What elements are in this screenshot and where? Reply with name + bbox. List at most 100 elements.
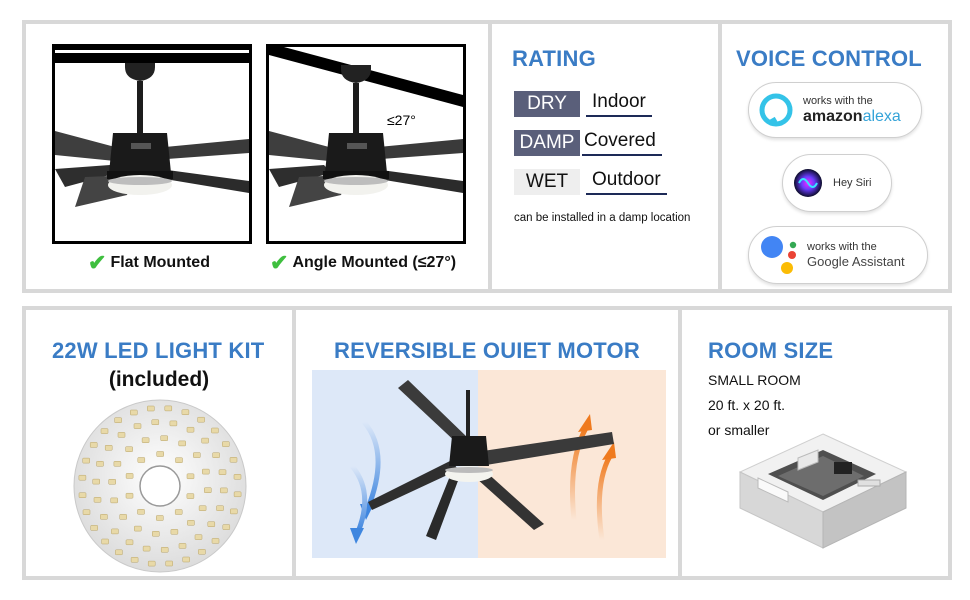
room-title: ROOM SIZE bbox=[708, 338, 834, 363]
led-chip bbox=[220, 487, 228, 494]
led-chip bbox=[197, 416, 205, 423]
rating-value-wet: Outdoor bbox=[586, 168, 667, 195]
led-chip bbox=[111, 528, 119, 535]
led-chip bbox=[82, 457, 90, 464]
led-chip bbox=[178, 440, 186, 447]
led-chip bbox=[186, 473, 195, 480]
led-chip bbox=[117, 432, 126, 438]
rating-title: RATING bbox=[512, 46, 596, 71]
led-chip bbox=[204, 487, 212, 493]
led-chip bbox=[170, 529, 179, 535]
flat-mount-fan-illustration bbox=[55, 47, 249, 207]
mounting-panel: ✔ Flat Mounted ≤27° bbox=[22, 20, 492, 293]
google-assistant-icon bbox=[761, 236, 797, 274]
rating-row-damp: DAMP Covered bbox=[514, 129, 662, 156]
led-chip bbox=[230, 508, 238, 515]
flat-mount-caption: ✔ Flat Mounted bbox=[88, 252, 210, 274]
angle-mount-image: ≤27° bbox=[266, 44, 466, 244]
led-chip bbox=[174, 509, 183, 515]
led-chip bbox=[114, 417, 122, 423]
led-chip bbox=[147, 405, 155, 412]
downdraft-arrows-icon bbox=[350, 420, 381, 544]
led-chip bbox=[156, 515, 164, 521]
led-chip bbox=[186, 493, 195, 499]
led-chip bbox=[100, 428, 109, 434]
ceiling-fan-icon bbox=[368, 380, 614, 540]
room-limit: or smaller bbox=[708, 422, 770, 438]
motor-airflow-illustration bbox=[312, 370, 666, 558]
led-subtitle: (included) bbox=[108, 368, 210, 391]
room-size-class: SMALL ROOM bbox=[708, 372, 801, 388]
led-chip bbox=[229, 457, 238, 463]
reversible-motor-panel: REVERSIBLE OUIET MOTOR bbox=[296, 306, 682, 580]
led-chip bbox=[89, 442, 98, 448]
led-chip bbox=[93, 497, 102, 503]
led-chip bbox=[152, 531, 160, 537]
led-chip bbox=[141, 437, 150, 443]
led-chip bbox=[125, 539, 134, 546]
led-chip bbox=[130, 557, 139, 563]
led-chip bbox=[142, 545, 151, 552]
led-chip bbox=[212, 452, 220, 458]
led-chip bbox=[90, 525, 98, 531]
led-chip bbox=[133, 423, 142, 429]
led-chip bbox=[178, 543, 187, 549]
led-chip bbox=[113, 461, 122, 467]
rating-value-dry: Indoor bbox=[586, 90, 652, 117]
led-chip bbox=[218, 469, 227, 475]
checkmark-icon: ✔ bbox=[88, 250, 107, 275]
siri-label: Hey Siri bbox=[833, 177, 872, 189]
motor-title: REVERSIBLE OUIET MOTOR bbox=[334, 338, 640, 363]
led-chip bbox=[233, 491, 242, 498]
led-chip bbox=[202, 468, 210, 475]
alexa-brand: amazonalexa bbox=[803, 108, 901, 126]
room-dimensions: 20 ft. x 20 ft. bbox=[708, 397, 786, 413]
led-chip bbox=[78, 492, 87, 498]
led-chip bbox=[82, 509, 91, 515]
led-chip bbox=[222, 524, 231, 530]
led-chip bbox=[193, 452, 201, 458]
rating-row-wet: WET Outdoor bbox=[514, 168, 667, 195]
led-chip bbox=[211, 538, 220, 544]
led-chip bbox=[156, 451, 164, 457]
led-chip bbox=[119, 514, 127, 520]
led-chip bbox=[78, 474, 87, 481]
led-chip bbox=[216, 505, 224, 511]
led-chip bbox=[169, 420, 178, 427]
led-chip bbox=[198, 549, 206, 555]
rating-note: can be installed in a damp location bbox=[514, 212, 691, 224]
led-chip bbox=[110, 497, 118, 504]
rating-tag-dry: DRY bbox=[514, 90, 580, 117]
room-size-panel: ROOM SIZE SMALL ROOM 20 ft. x 20 ft. or … bbox=[682, 306, 952, 580]
led-chip bbox=[201, 437, 209, 444]
room-isometric-image bbox=[738, 433, 908, 549]
led-chip bbox=[175, 457, 183, 463]
led-chip bbox=[137, 509, 145, 515]
alexa-badge: works with the amazonalexa bbox=[748, 82, 922, 138]
led-chip bbox=[181, 409, 190, 415]
led-chip bbox=[147, 560, 156, 567]
led-chip bbox=[130, 409, 138, 416]
voice-control-panel: VOICE CONTROL works with the amazonalexa bbox=[722, 20, 952, 293]
led-chip bbox=[100, 514, 108, 520]
checkmark-icon: ✔ bbox=[270, 250, 289, 275]
led-chip bbox=[165, 560, 173, 567]
voice-title: VOICE CONTROL bbox=[736, 46, 922, 71]
led-chip bbox=[160, 435, 168, 441]
led-title: 22W LED LIGHT KIT bbox=[52, 338, 265, 363]
led-chip bbox=[186, 426, 195, 433]
led-chip bbox=[92, 478, 100, 485]
led-chips bbox=[78, 405, 242, 567]
rating-tag-damp: DAMP bbox=[514, 129, 580, 156]
led-board-image bbox=[73, 399, 247, 573]
led-chip bbox=[125, 492, 134, 499]
amazon-wordmark: amazon bbox=[803, 107, 863, 125]
rating-panel: RATING DRY Indoor DAMP Covered WET Outdo… bbox=[492, 20, 722, 293]
google-assistant-label: Google Assistant bbox=[807, 253, 905, 269]
updraft-arrows-icon bbox=[570, 414, 616, 541]
alexa-icon bbox=[759, 93, 793, 127]
led-chip bbox=[164, 405, 173, 412]
led-chip bbox=[194, 534, 203, 540]
siri-badge: Hey Siri bbox=[782, 154, 892, 212]
